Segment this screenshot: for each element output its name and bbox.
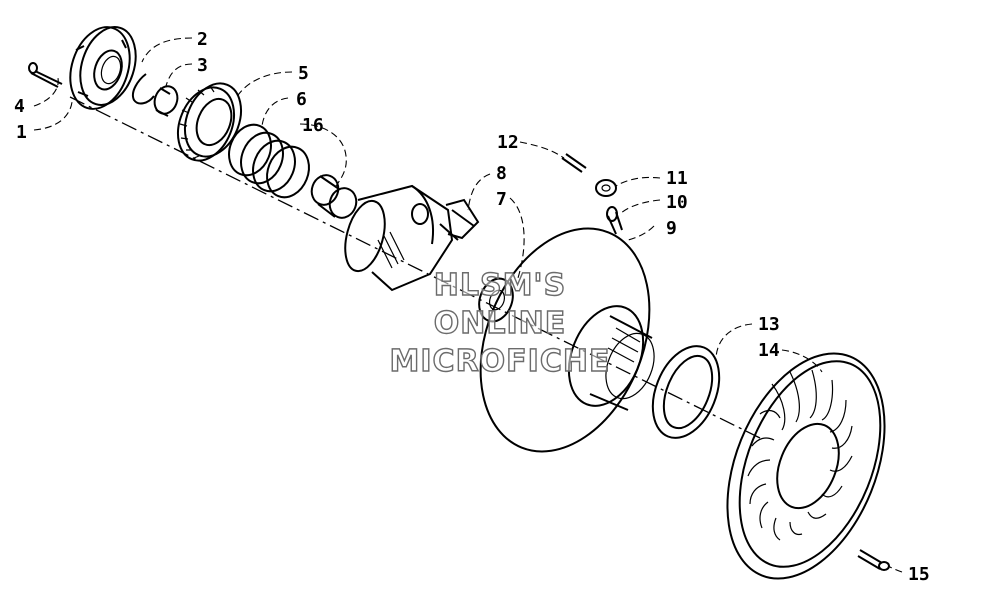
part-2-snap-ring — [132, 73, 155, 105]
part-14-fan — [726, 352, 886, 580]
part-4-bolt — [28, 62, 63, 88]
part-8-moveable-housing — [344, 184, 480, 292]
part-9-fixed-sheave — [479, 227, 655, 453]
callout-6: 6 — [296, 89, 307, 110]
callout-10: 10 — [666, 192, 688, 213]
part-15-screw — [857, 549, 890, 571]
part-3-bushing — [153, 85, 179, 117]
callout-labels: 4 1 2 3 5 6 16 12 8 7 11 10 9 13 14 15 — [14, 29, 930, 585]
callout-11: 11 — [666, 168, 688, 189]
part-6-spring — [228, 123, 310, 199]
callout-5: 5 — [298, 63, 309, 84]
part-5-spider — [177, 82, 242, 162]
callout-15: 15 — [908, 564, 930, 585]
callout-4: 4 — [14, 96, 25, 117]
callout-7: 7 — [496, 189, 507, 210]
part-16-sleeve — [310, 174, 358, 219]
part-1-cover-plate — [69, 26, 137, 110]
watermark-line-3: MICROFICHE — [390, 344, 611, 379]
leader-lines — [33, 37, 903, 573]
callout-1: 1 — [16, 122, 27, 143]
callout-16: 16 — [302, 115, 324, 136]
callout-2: 2 — [197, 29, 208, 50]
callout-13: 13 — [758, 314, 780, 335]
callout-14: 14 — [758, 340, 780, 361]
part-10-roller — [606, 206, 623, 235]
callout-9: 9 — [666, 218, 677, 239]
watermark-line-2: ONLINE — [434, 306, 567, 341]
part-13-shim-ring — [651, 345, 721, 439]
watermark: HLSM'S ONLINE MICROFICHE — [389, 267, 611, 379]
part-12-pin — [561, 153, 587, 173]
callout-12: 12 — [497, 132, 519, 153]
callout-3: 3 — [197, 55, 208, 76]
watermark-line-1: HLSM'S — [434, 268, 566, 303]
part-11-nut — [595, 179, 617, 197]
callout-8: 8 — [496, 163, 507, 184]
